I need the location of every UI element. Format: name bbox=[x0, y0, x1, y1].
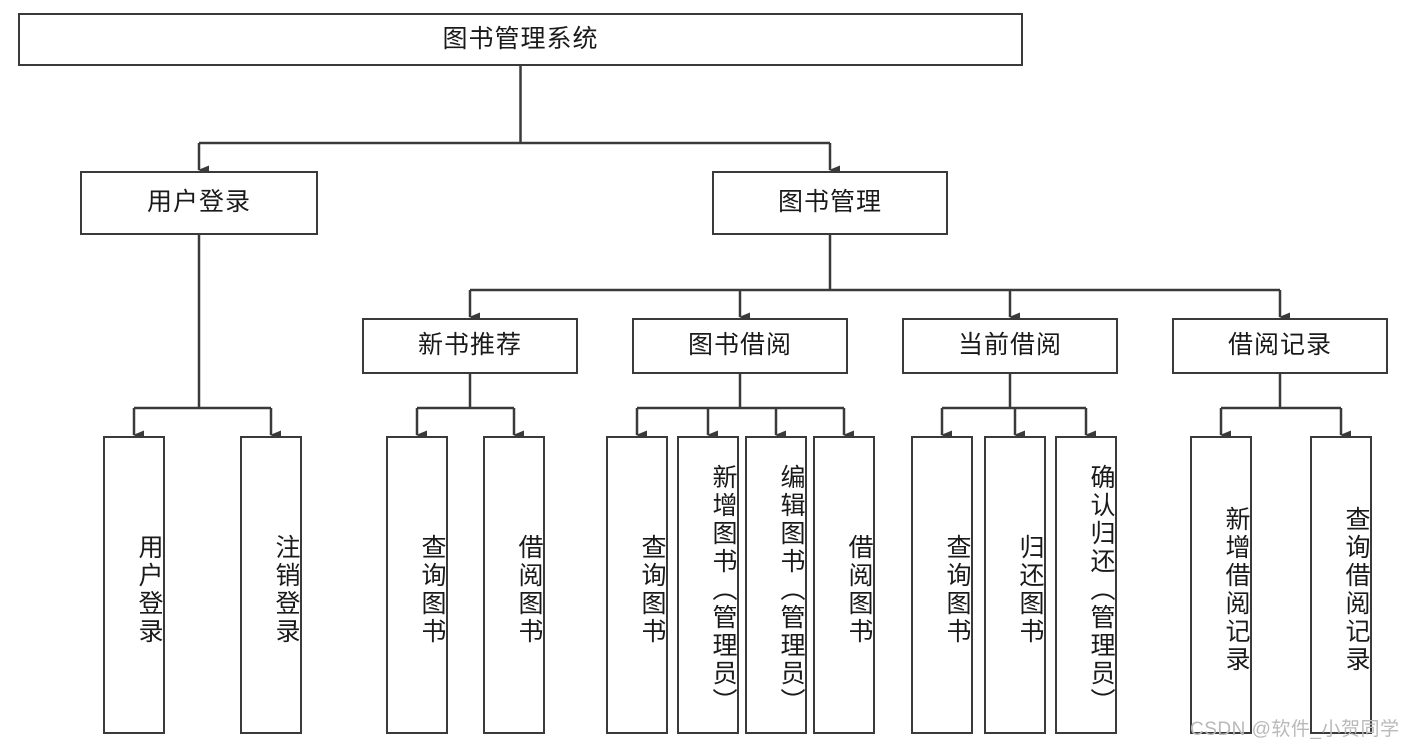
node-borrow[interactable]: 图书借阅 bbox=[632, 318, 848, 374]
node-label: 图书借阅 bbox=[687, 331, 792, 360]
node-newbook[interactable]: 新书推荐 bbox=[362, 318, 578, 374]
node-leaf-newbook-borrow[interactable]: 借阅图书 bbox=[483, 436, 545, 734]
node-leaf-records-query[interactable]: 查询借阅记录 bbox=[1310, 436, 1372, 734]
node-label: 新增图书（管理员） bbox=[709, 464, 737, 716]
node-leaf-borrow-lend[interactable]: 借阅图书 bbox=[813, 436, 875, 734]
node-leaf-user-logout[interactable]: 注销登录 bbox=[240, 436, 302, 734]
node-current[interactable]: 当前借阅 bbox=[902, 318, 1118, 374]
node-label: 当前借阅 bbox=[957, 331, 1062, 360]
node-login[interactable]: 用户登录 bbox=[80, 171, 318, 235]
node-label: 新增借阅记录 bbox=[1222, 506, 1250, 674]
node-leaf-user-login[interactable]: 用户登录 bbox=[103, 436, 165, 734]
node-label: 图书管理 bbox=[777, 188, 882, 217]
node-label: 归还图书 bbox=[1016, 534, 1044, 646]
node-leaf-current-confirm[interactable]: 确认归还（管理员） bbox=[1055, 436, 1117, 734]
node-leaf-records-add[interactable]: 新增借阅记录 bbox=[1190, 436, 1252, 734]
node-leaf-newbook-query[interactable]: 查询图书 bbox=[386, 436, 448, 734]
node-leaf-borrow-add[interactable]: 新增图书（管理员） bbox=[677, 436, 739, 734]
node-label: 借阅记录 bbox=[1227, 331, 1332, 360]
node-bookmgmt[interactable]: 图书管理 bbox=[712, 171, 948, 235]
csdn-watermark: CSDN @软件_小贺同学 bbox=[1190, 719, 1400, 740]
node-leaf-borrow-query[interactable]: 查询图书 bbox=[606, 436, 668, 734]
node-label: 注销登录 bbox=[272, 534, 300, 646]
node-label: 查询图书 bbox=[418, 534, 446, 646]
node-label: 确认归还（管理员） bbox=[1087, 464, 1115, 716]
node-label: 查询借阅记录 bbox=[1342, 506, 1370, 674]
node-label: 编辑图书（管理员） bbox=[777, 464, 805, 716]
node-records[interactable]: 借阅记录 bbox=[1172, 318, 1388, 374]
node-label: 借阅图书 bbox=[845, 534, 873, 646]
node-label: 新书推荐 bbox=[417, 331, 522, 360]
node-label: 查询图书 bbox=[638, 534, 666, 646]
node-label: 用户登录 bbox=[146, 188, 251, 217]
node-leaf-borrow-edit[interactable]: 编辑图书（管理员） bbox=[745, 436, 807, 734]
node-label: 查询图书 bbox=[943, 534, 971, 646]
node-label: 图书管理系统 bbox=[442, 24, 599, 53]
node-label: 用户登录 bbox=[135, 534, 163, 646]
node-leaf-current-query[interactable]: 查询图书 bbox=[911, 436, 973, 734]
node-leaf-current-return[interactable]: 归还图书 bbox=[984, 436, 1046, 734]
node-label: 借阅图书 bbox=[515, 534, 543, 646]
node-root[interactable]: 图书管理系统 bbox=[18, 13, 1023, 66]
